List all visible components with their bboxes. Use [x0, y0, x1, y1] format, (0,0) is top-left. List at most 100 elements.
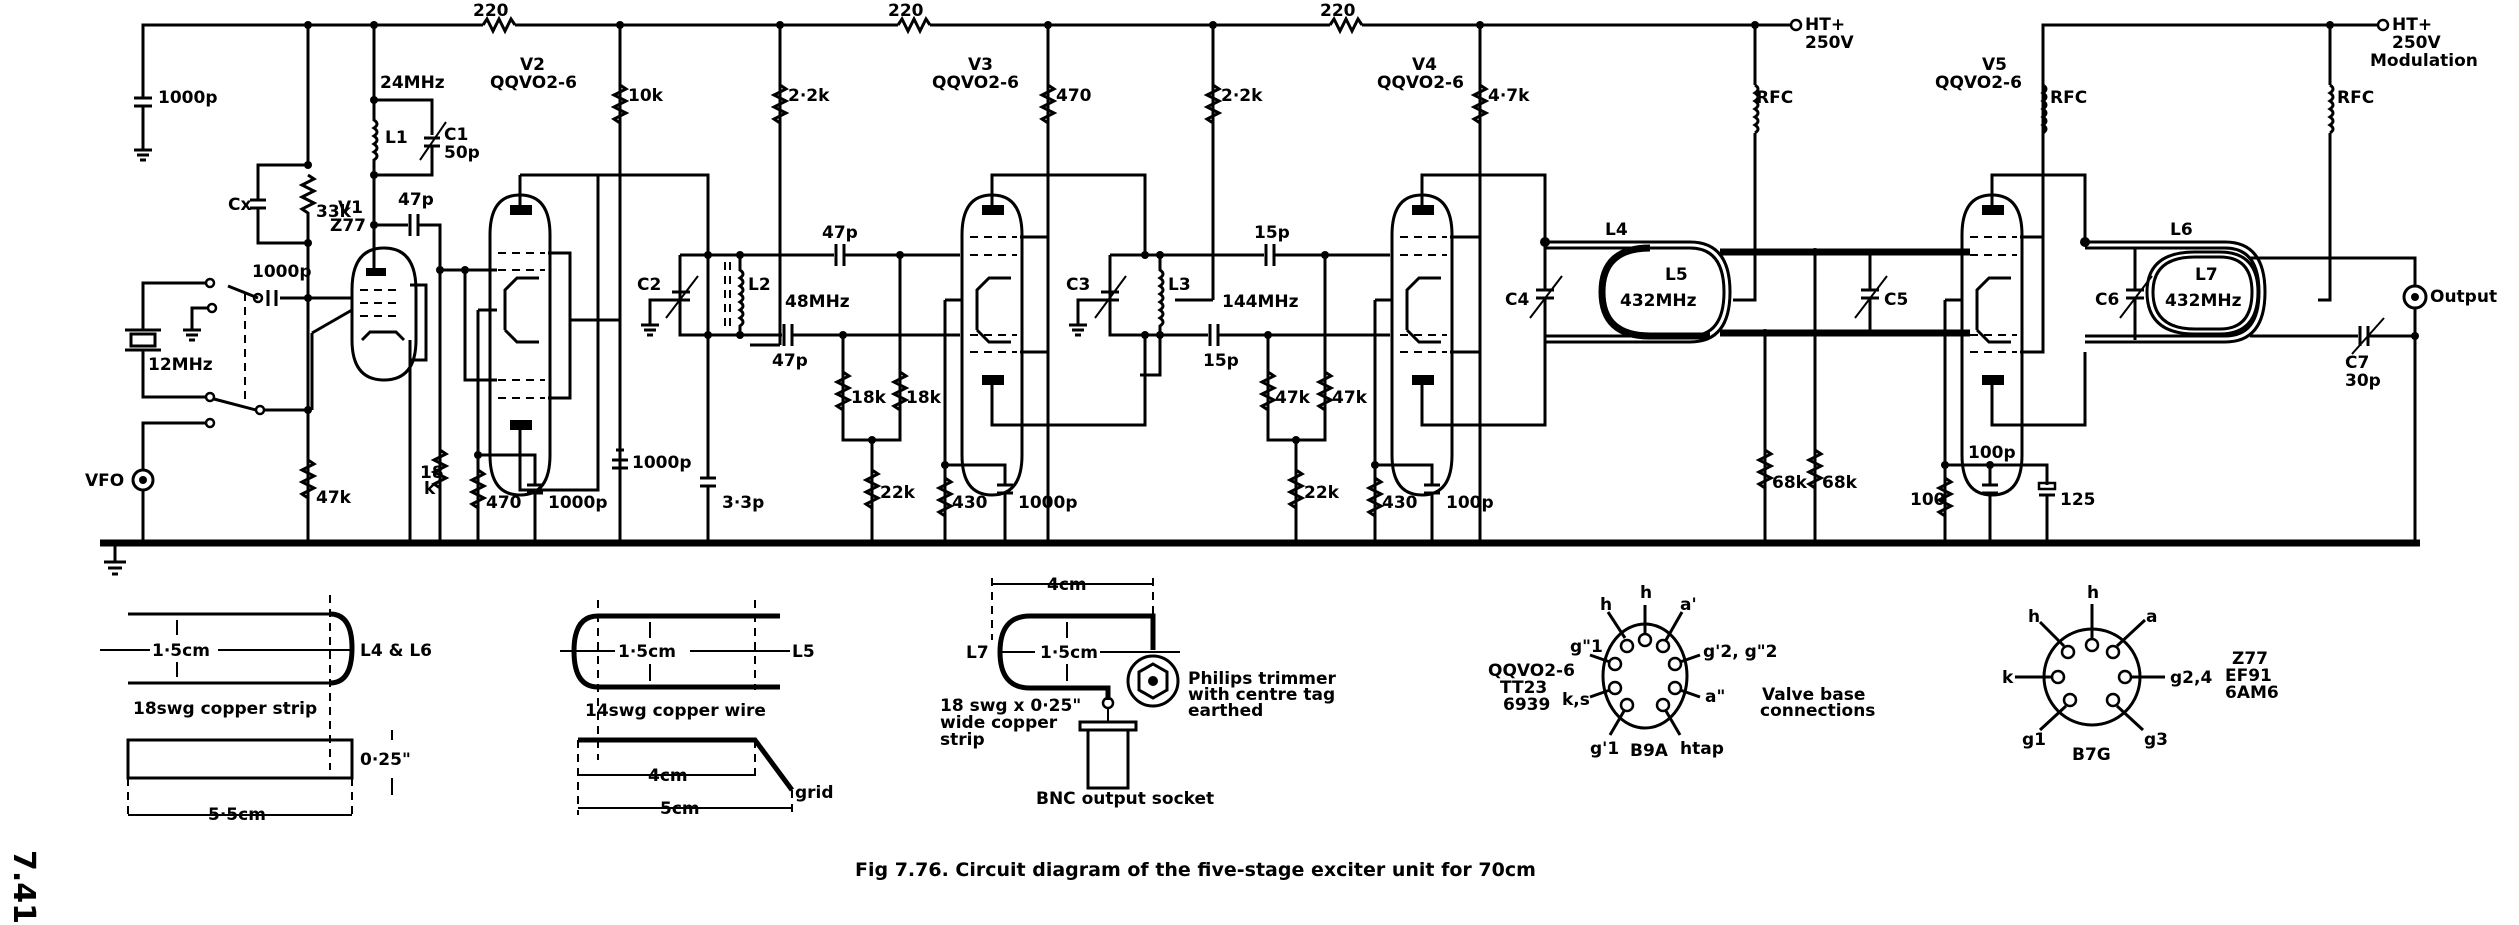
l6-label: L6 [2170, 220, 2193, 240]
v4-grid-resistor-b-label: 47k [1332, 388, 1368, 408]
v4-ref: V4 [1412, 55, 1437, 75]
b7g-pin-left: k [2002, 668, 2014, 688]
l7-material-1: 18 swg x 0·25" [940, 696, 1081, 716]
b9a-base-diagram [1589, 605, 1701, 736]
ht-rail [141, 15, 1803, 48]
stage3-freq: 144MHz [1222, 292, 1299, 312]
stage2-doubler [440, 25, 790, 543]
v1-tank-freq: 24MHz [380, 73, 445, 93]
b9a-pin-right: a" [1705, 687, 1725, 707]
rail-resistor-2-label: 220 [888, 1, 924, 21]
c5-label: C5 [1884, 290, 1908, 310]
ht-mod-voltage: 250V [2392, 33, 2441, 53]
v4-grid-cap-bottom-label: 15p [1203, 351, 1239, 371]
v2-decouple-cap-label: 1000p [632, 453, 691, 473]
stage4-freq: 432MHz [1620, 291, 1697, 311]
v4-cathode-cap-label: 100p [1446, 493, 1494, 513]
c3-label: C3 [1066, 275, 1090, 295]
v2-ref: V2 [520, 55, 545, 75]
v4-grid-common-resistor-label: 22k [1304, 483, 1340, 503]
l5-label: L5 [792, 642, 815, 662]
v1-type: Z77 [330, 216, 366, 236]
v5-cathode-cap-label: 100p [1968, 443, 2016, 463]
v1-input-cap-label: 1000p [252, 262, 311, 282]
v4-rfc-label: RFC [1756, 88, 1793, 108]
v1-decouple-cap-label: 1000p [158, 88, 217, 108]
v3-screen-resistor-label: 470 [1056, 86, 1092, 106]
c1-value: 50p [444, 143, 480, 163]
stage4-tripler [1140, 25, 1970, 543]
b9a-type-1: QQVO2-6 [1488, 661, 1575, 681]
figure-caption: Fig 7.76. Circuit diagram of the five-st… [855, 859, 1536, 881]
l7-material-3: strip [940, 730, 985, 750]
v5-ref: V5 [1982, 55, 2007, 75]
b9a-pin-bottom-left: g'1 [1590, 739, 1619, 759]
vfo-label: VFO [85, 471, 124, 491]
l7-length: 4cm [1047, 575, 1087, 595]
b9a-pin-top-left: h [1600, 595, 1612, 615]
b9a-pin-top-right: a' [1680, 595, 1697, 615]
cx-label: Cx [228, 195, 251, 215]
bnc-socket-label: BNC output socket [1036, 789, 1214, 809]
v4-screen-resistor-label: 4·7k [1488, 86, 1530, 106]
b7g-pin-right: g2,4 [2170, 668, 2212, 688]
l7-material-2: wide copper [940, 713, 1058, 733]
l1-label: L1 [385, 128, 408, 148]
rail-resistor-1-label: 220 [473, 1, 509, 21]
v2-type: QQVO2-6 [490, 73, 577, 93]
c1-label: C1 [444, 125, 468, 145]
b7g-base-name: B7G [2072, 745, 2111, 765]
v5-cathode-resistor-label: 100 [1910, 490, 1946, 510]
v3-grid-cap-bottom-label: 47p [772, 351, 808, 371]
v3-grid-common-resistor-label: 22k [880, 483, 916, 503]
v5-type: QQVO2-6 [1935, 73, 2022, 93]
c6-label: C6 [2095, 290, 2119, 310]
v1-screen-resistor-label: 33k [316, 202, 352, 222]
crystal-freq: 12MHz [148, 355, 213, 375]
b7g-pin-bottom-left: g1 [2022, 730, 2046, 750]
trimmer-note-1: Philips trimmer [1188, 669, 1337, 689]
ht-main-voltage: 250V [1805, 33, 1854, 53]
balance-cap-label: 3·3p [722, 493, 764, 513]
b9a-type-3: 6939 [1503, 695, 1550, 715]
b9a-type-2: TT23 [1500, 678, 1547, 698]
b9a-pin-top: h [1640, 583, 1652, 603]
v1-18k-label-b: k [424, 479, 436, 499]
b7g-pin-top-left: h [2028, 607, 2040, 627]
v2-cathode-cap-label: 1000p [548, 493, 607, 513]
v4-cathode-resistor-label: 430 [1382, 493, 1418, 513]
stage3-tripler [740, 25, 1223, 543]
l4-l6-material: 18swg copper strip [133, 699, 317, 719]
b7g-type-3: 6AM6 [2225, 683, 2279, 703]
bias-resistor-a-label: 68k [1772, 473, 1808, 493]
v3-cathode-resistor-label: 430 [952, 493, 988, 513]
v2-anode-resistor-label: 2·2k [788, 86, 830, 106]
v1-18k-label-a: 18 [420, 463, 444, 483]
v5-rfc-screen-label: RFC [2050, 88, 2087, 108]
detail-l4-l6 [100, 595, 393, 820]
c7-label: C7 [2345, 353, 2369, 373]
v2-feed-resistor-label: 10k [628, 86, 664, 106]
valve-base-title-1: Valve base [1762, 685, 1865, 705]
trimmer-note-2: with centre tag [1188, 685, 1335, 705]
l5-grid-end: grid [795, 783, 834, 803]
v4-grid-resistor-a-label: 47k [1275, 388, 1311, 408]
junction-dots [304, 21, 2419, 469]
v3-grid-resistor-a-label: 18k [851, 388, 887, 408]
l3-label: L3 [1168, 275, 1191, 295]
l5-label: L5 [1665, 265, 1688, 285]
v3-type: QQVO2-6 [932, 73, 1019, 93]
b9a-pin-left: k,s [1562, 690, 1590, 710]
l4-l6-length: 5·5cm [208, 805, 266, 825]
c2-label: C2 [637, 275, 661, 295]
b7g-base-diagram [2015, 604, 2165, 732]
v2-cathode-resistor-label: 470 [486, 493, 522, 513]
l4-l6-label: L4 & L6 [360, 641, 432, 661]
l5-straight-length: 4cm [648, 766, 688, 786]
v3-grid-resistor-b-label: 18k [906, 388, 942, 408]
v3-cathode-cap-label: 1000p [1018, 493, 1077, 513]
l4-l6-width: 0·25" [360, 750, 411, 770]
v4-type: QQVO2-6 [1377, 73, 1464, 93]
page-number: 7.41 [6, 850, 41, 924]
l5-material: 14swg copper wire [585, 701, 766, 721]
